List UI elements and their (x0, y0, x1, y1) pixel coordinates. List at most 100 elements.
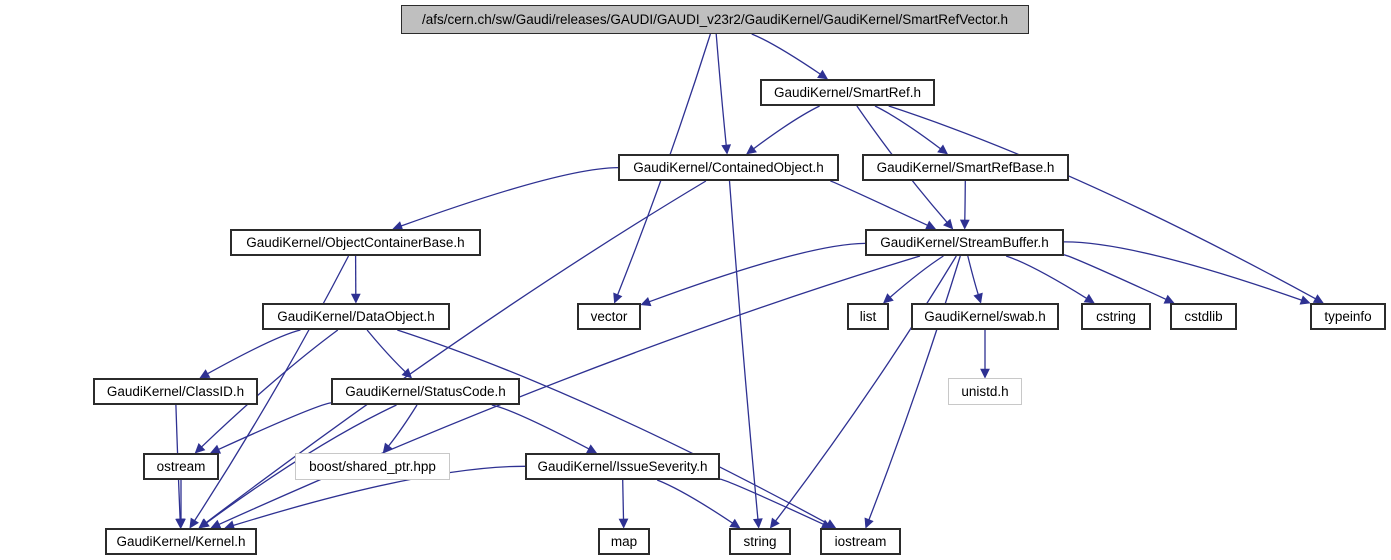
graph-arrowhead (613, 292, 623, 304)
graph-node-label: ostream (156, 458, 206, 474)
graph-arrowhead (864, 517, 874, 529)
graph-node-list[interactable]: list (847, 303, 889, 330)
graph-edge-dataobject-to-iostream (397, 329, 829, 525)
graph-node-root[interactable]: /afs/cern.ch/sw/Gaudi/releases/GAUDI/GAU… (401, 5, 1029, 34)
graph-arrowhead (746, 144, 757, 155)
graph-edge-contained-to-string (728, 180, 759, 520)
graph-node-label: GaudiKernel/swab.h (924, 308, 1046, 324)
graph-node-label: GaudiKernel/IssueSeverity.h (537, 458, 708, 474)
graph-node-label: boost/shared_ptr.hpp (309, 458, 436, 474)
graph-node-cstring[interactable]: cstring (1081, 303, 1151, 330)
graph-arrowhead (752, 518, 763, 529)
graph-edge-issuesev-to-map (622, 479, 625, 520)
graph-edge-statuscode-to-issuesev (491, 404, 590, 450)
graph-node-boostsp[interactable]: boost/shared_ptr.hpp (295, 453, 450, 480)
graph-edge-streambuf-to-cstring (1005, 255, 1087, 299)
graph-node-iostream[interactable]: iostream (820, 528, 901, 555)
graph-node-swab[interactable]: GaudiKernel/swab.h (911, 303, 1059, 330)
graph-arrowhead (882, 293, 894, 304)
graph-node-objcont[interactable]: GaudiKernel/ObjectContainerBase.h (230, 229, 481, 256)
graph-arrowhead (817, 69, 829, 80)
graph-node-label: GaudiKernel/StreamBuffer.h (880, 234, 1049, 250)
graph-arrowhead (401, 368, 413, 379)
graph-node-label: cstdlib (1184, 308, 1223, 324)
graph-node-label: GaudiKernel/Kernel.h (116, 533, 246, 549)
graph-arrowhead (820, 519, 833, 529)
graph-node-label: cstring (1096, 308, 1136, 324)
graph-arrowhead (189, 517, 199, 529)
graph-arrowhead (959, 219, 970, 230)
graph-edge-streambuf-to-iostream (868, 255, 961, 520)
graph-node-label: list (859, 308, 877, 324)
graph-node-streambuf[interactable]: GaudiKernel/StreamBuffer.h (865, 229, 1064, 256)
graph-edge-contained-to-streambuf (830, 180, 928, 226)
graph-edge-streambuf-to-kernel (218, 255, 921, 525)
graph-arrowhead (176, 518, 186, 529)
graph-node-typeinfo[interactable]: typeinfo (1310, 303, 1386, 330)
graph-arrowhead (925, 220, 937, 230)
graph-arrowhead (825, 519, 837, 529)
graph-edge-smartref-to-srbase (874, 105, 941, 150)
graph-edge-streambuf-to-swab (967, 255, 979, 295)
graph-node-unistd[interactable]: unistd.h (948, 378, 1022, 405)
graph-edge-srbase-to-streambuf (964, 180, 966, 221)
graph-edge-root-to-contained (715, 33, 727, 146)
graph-node-vector[interactable]: vector (577, 303, 641, 330)
graph-edge-smartref-to-typeinfo (888, 105, 1316, 300)
graph-arrowhead (729, 518, 741, 529)
graph-arrowhead (721, 144, 732, 155)
graph-arrowhead (973, 292, 983, 304)
graph-arrowhead (350, 293, 361, 304)
graph-node-label: GaudiKernel/ObjectContainerBase.h (246, 234, 465, 250)
graph-node-label: vector (590, 308, 628, 324)
graph-edge-streambuf-to-list (889, 255, 944, 298)
graph-edge-dataobject-to-statuscode (366, 329, 406, 373)
graph-edge-smartref-to-contained (753, 105, 820, 150)
graph-node-contained[interactable]: GaudiKernel/ContainedObject.h (618, 154, 839, 181)
graph-node-label: GaudiKernel/ClassID.h (106, 383, 245, 399)
graph-arrowhead (1312, 294, 1324, 304)
graph-node-label: unistd.h (961, 383, 1009, 399)
graph-node-label: /afs/cern.ch/sw/Gaudi/releases/GAUDI/GAU… (421, 11, 1009, 27)
graph-node-label: GaudiKernel/SmartRefBase.h (876, 159, 1055, 175)
graph-node-label: iostream (834, 533, 887, 549)
graph-node-statuscode[interactable]: GaudiKernel/StatusCode.h (331, 378, 520, 405)
graph-node-label: map (610, 533, 638, 549)
graph-node-srbase[interactable]: GaudiKernel/SmartRefBase.h (862, 154, 1069, 181)
graph-arrowhead (1299, 295, 1311, 305)
graph-edge-root-to-smartref (751, 33, 821, 75)
graph-node-label: GaudiKernel/StatusCode.h (345, 383, 506, 399)
graph-node-issuesev[interactable]: GaudiKernel/IssueSeverity.h (525, 453, 720, 480)
graph-node-string[interactable]: string (729, 528, 791, 555)
graph-edge-streambuf-to-cstdlib (1063, 254, 1167, 300)
graph-node-label: string (743, 533, 777, 549)
graph-edge-streambuf-to-typeinfo (1063, 241, 1302, 301)
graph-arrowhead (382, 442, 393, 454)
graph-node-classid[interactable]: GaudiKernel/ClassID.h (93, 378, 258, 405)
graph-edge-issuesev-to-string (656, 479, 733, 524)
graph-node-cstdlib[interactable]: cstdlib (1170, 303, 1237, 330)
graph-node-label: GaudiKernel/ContainedObject.h (633, 159, 824, 175)
graph-node-label: GaudiKernel/DataObject.h (277, 308, 435, 324)
graph-arrowhead (1083, 293, 1095, 304)
graph-arrowhead (980, 368, 990, 379)
graph-node-kernel[interactable]: GaudiKernel/Kernel.h (105, 528, 257, 555)
graph-node-label: typeinfo (1324, 308, 1372, 324)
graph-arrowhead (175, 518, 185, 529)
graph-arrowhead (198, 518, 210, 529)
graph-edge-statuscode-to-boostsp (388, 404, 418, 447)
graph-node-map[interactable]: map (598, 528, 650, 555)
graph-node-label: GaudiKernel/SmartRef.h (773, 84, 922, 100)
graph-node-ostream[interactable]: ostream (143, 453, 219, 480)
graph-arrowhead (640, 296, 652, 307)
graph-arrowhead (194, 443, 206, 454)
graph-node-dataobject[interactable]: GaudiKernel/DataObject.h (262, 303, 450, 330)
graph-edge-streambuf-to-vector (649, 242, 866, 303)
graph-node-smartref[interactable]: GaudiKernel/SmartRef.h (760, 79, 935, 106)
graph-arrowhead (937, 144, 949, 155)
graph-arrowhead (943, 218, 954, 230)
graph-arrowhead (198, 518, 210, 529)
graph-edge-contained-to-objcont (401, 166, 619, 227)
graph-edge-dataobject-to-classid (207, 329, 301, 375)
